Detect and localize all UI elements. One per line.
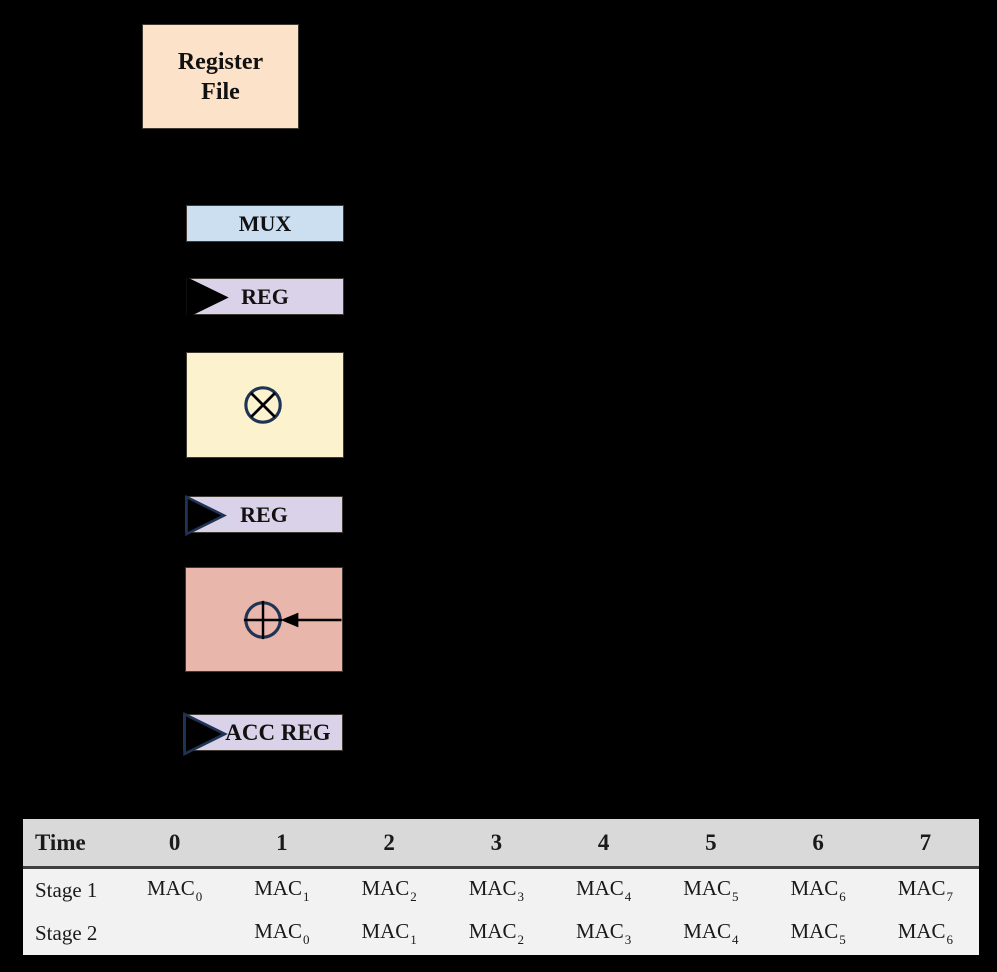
- time-header-1: 1: [228, 819, 336, 869]
- reg1-label: REG: [241, 283, 289, 309]
- mac-cell: MAC3: [442, 867, 550, 912]
- mac-cell: MAC5: [764, 912, 872, 955]
- acc-reg-block: ACC REG: [183, 711, 343, 757]
- stage2-label: Stage 2: [23, 912, 121, 955]
- adder-block: [185, 567, 343, 672]
- clock-triangle-icon: [185, 494, 227, 537]
- time-header-7: 7: [871, 819, 979, 869]
- register-file-label: Register File: [177, 48, 264, 105]
- add-icon: [243, 600, 342, 640]
- mac-cell: MAC4: [657, 912, 765, 955]
- mac-cell: MAC6: [871, 912, 979, 955]
- reg2-label: REG: [240, 501, 288, 527]
- mac-cell: MAC7: [871, 867, 979, 912]
- mac-cell: MAC3: [550, 912, 658, 955]
- pipeline-schedule-table: Time 0 1 2 3 4 5 6 7 Stage 1 MAC0 MAC1 M…: [23, 819, 979, 955]
- mac-cell: MAC2: [335, 867, 443, 912]
- time-header-4: 4: [550, 819, 658, 869]
- pipeline-reg2-block: REG: [185, 494, 343, 537]
- mac-cell: MAC0: [121, 867, 229, 912]
- stage1-label: Stage 1: [23, 867, 121, 912]
- clock-triangle-icon: [186, 276, 229, 319]
- pipeline-reg1-block: REG: [186, 276, 344, 319]
- time-header-5: 5: [657, 819, 765, 869]
- time-header-6: 6: [764, 819, 872, 869]
- mac-cell: MAC2: [442, 912, 550, 955]
- multiplier-block: [186, 352, 344, 458]
- time-header-3: 3: [442, 819, 550, 869]
- time-header-2: 2: [335, 819, 443, 869]
- mac-cell: MAC0: [228, 912, 336, 955]
- mac-cell: MAC1: [228, 867, 336, 912]
- multiply-icon: [244, 386, 282, 424]
- time-header-0: 0: [121, 819, 229, 869]
- acc-reg-label: ACC REG: [225, 719, 331, 745]
- time-column-header: Time: [23, 819, 121, 869]
- table-header-row: Time 0 1 2 3 4 5 6 7: [23, 819, 979, 869]
- mac-cell: MAC6: [764, 867, 872, 912]
- mac-cell: MAC1: [335, 912, 443, 955]
- register-file-block: Register File: [142, 24, 299, 129]
- mac-cell: MAC5: [657, 867, 765, 912]
- clock-triangle-icon: [183, 711, 228, 757]
- mux-block: MUX: [186, 205, 344, 242]
- feedback-arrowhead: [280, 612, 299, 628]
- mac-cell: MAC4: [550, 867, 658, 912]
- mac-cell-empty: [121, 912, 229, 955]
- stage1-row: Stage 1 MAC0 MAC1 MAC2 MAC3 MAC4 MAC5 MA…: [23, 867, 979, 912]
- stage2-row: Stage 2 MAC0 MAC1 MAC2 MAC3 MAC4 MAC5 MA…: [23, 912, 979, 955]
- mux-label: MUX: [238, 210, 292, 236]
